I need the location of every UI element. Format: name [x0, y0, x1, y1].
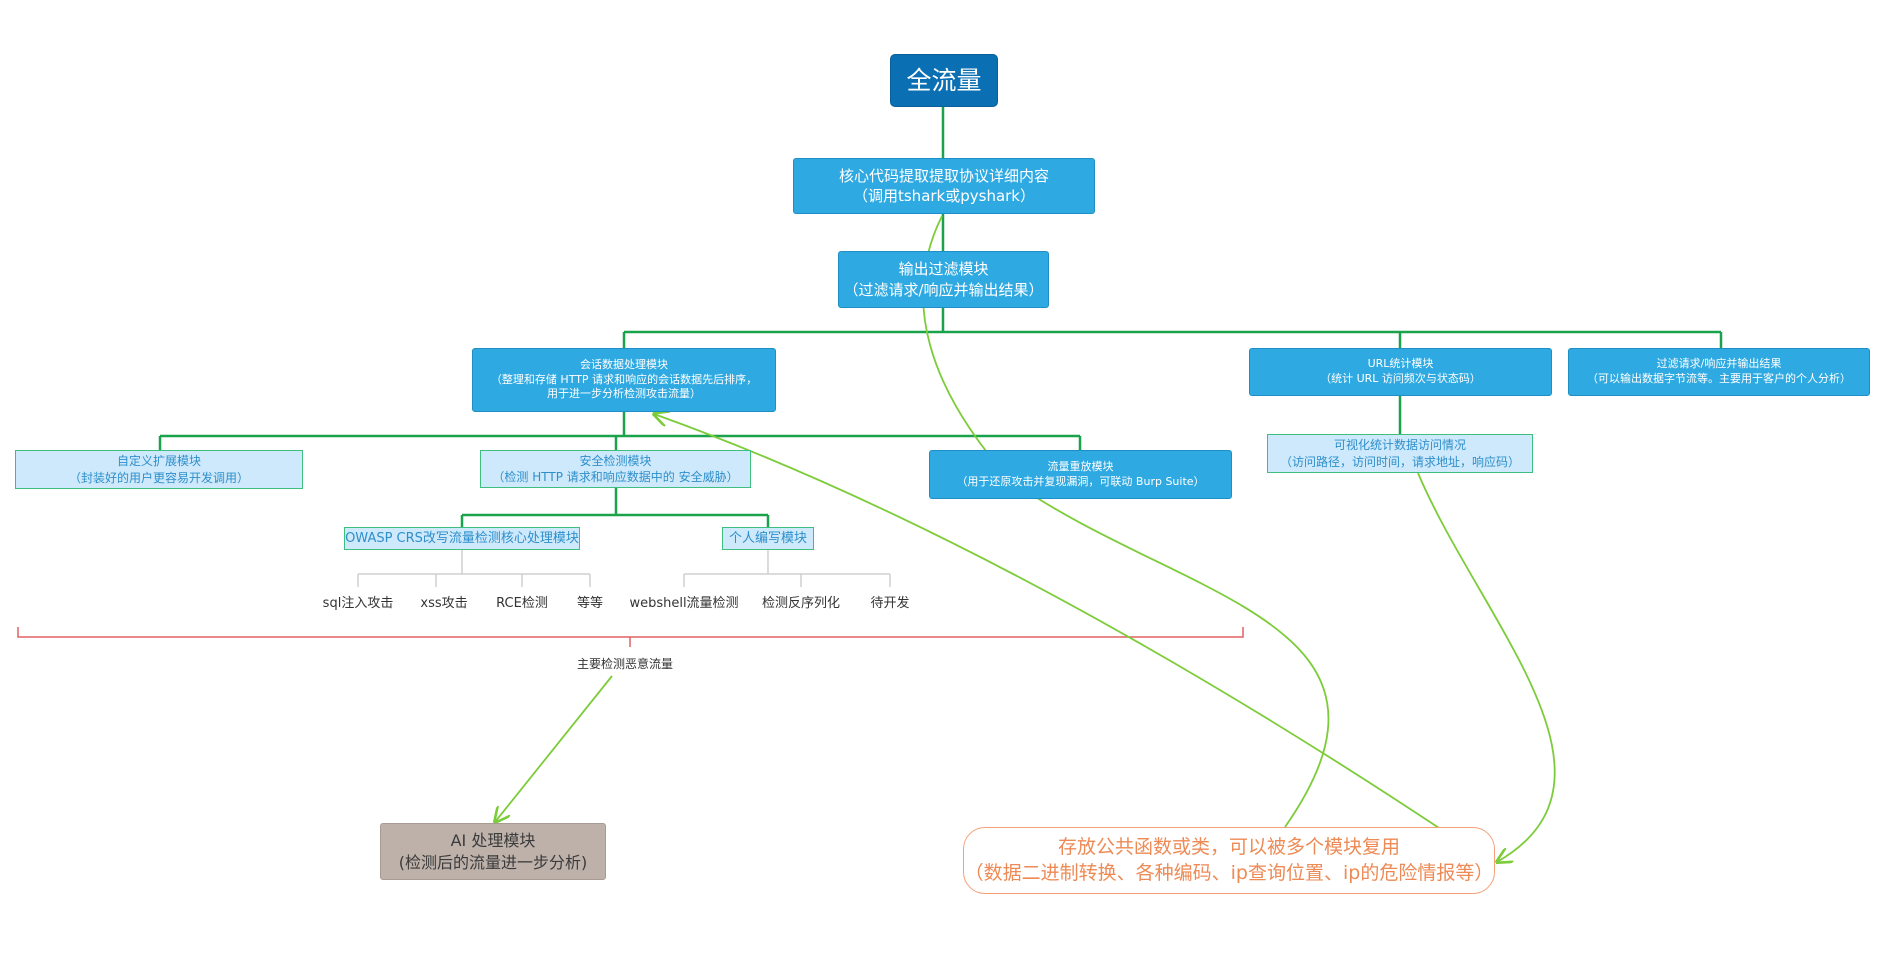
- arrow-common-to-session: [654, 414, 1491, 863]
- core-extract-node: 核心代码提取提取协议详细内容 （调用tshark或pyshark）: [793, 158, 1095, 214]
- filter-output-desc: （可以输出数据字节流等。主要用于客户的个人分析）: [1587, 372, 1851, 385]
- replay-desc: （用于还原攻击并复现漏洞，可联动 Burp Suite）: [956, 474, 1205, 488]
- tree-connectors: [158, 107, 1723, 527]
- leaf-sql-injection: sql注入攻击: [322, 596, 394, 611]
- leaf-deserialization: 检测反序列化: [761, 596, 841, 611]
- core-subtitle: （调用tshark或pyshark）: [852, 187, 1035, 205]
- arrow-layer: [495, 215, 1556, 863]
- ai-title: AI 处理模块: [450, 830, 536, 850]
- url-stats-desc: （统计 URL 访问频次与状态码）: [1320, 372, 1481, 385]
- personal-label: 个人编写模块: [728, 530, 807, 546]
- session-node: 会话数据处理模块 （整理和存储 HTTP 请求和响应的会话数据先后排序， 用于进…: [472, 348, 776, 412]
- personal-module-node: 个人编写模块: [722, 527, 814, 550]
- owasp-crs-node: OWASP CRS改写流量检测核心处理模块: [344, 527, 580, 550]
- leaf-todo: 待开发: [870, 596, 910, 611]
- url-stats-node: URL统计模块 （统计 URL 访问频次与状态码）: [1249, 348, 1552, 396]
- leaf-bus-personal: [683, 550, 891, 587]
- arrow-common-to-core: [922, 215, 1330, 828]
- custom-extension-node: 自定义扩展模块 （封装好的用户更容易开发调用）: [15, 450, 303, 489]
- filter-subtitle: （过滤请求/响应并输出结果）: [843, 280, 1044, 299]
- arrow-url-to-common: [1417, 472, 1556, 862]
- bus-level3: [158, 412, 1082, 450]
- ai-desc: (检测后的流量进一步分析): [398, 852, 588, 872]
- common-functions-node: 存放公共函数或类，可以被多个模块复用 （数据二进制转换、各种编码、ip查询位置、…: [963, 827, 1495, 894]
- core-title: 核心代码提取提取协议详细内容: [838, 166, 1049, 185]
- root-label: 全流量: [906, 65, 982, 95]
- detection-bracket: [17, 627, 1244, 647]
- bracket-label: 主要检测恶意流量: [576, 657, 674, 671]
- visual-title: 可视化统计数据访问情况: [1333, 438, 1466, 453]
- replay-title: 流量重放模块: [1047, 459, 1114, 473]
- root-node: 全流量: [890, 54, 998, 107]
- bus-level2: [622, 308, 1723, 348]
- common-title: 存放公共函数或类，可以被多个模块复用: [1057, 835, 1400, 858]
- output-filter-node: 输出过滤模块 （过滤请求/响应并输出结果）: [838, 251, 1049, 308]
- leaf-etc: 等等: [576, 596, 604, 611]
- visualization-node: 可视化统计数据访问情况 （访问路径，访问时间，请求地址，响应码）: [1267, 434, 1533, 473]
- bus-level4: [460, 488, 770, 527]
- owasp-label: OWASP CRS改写流量检测核心处理模块: [345, 530, 579, 546]
- url-stats-title: URL统计模块: [1367, 357, 1434, 371]
- security-detection-node: 安全检测模块 （检测 HTTP 请求和响应数据中的 安全威胁）: [480, 450, 751, 488]
- leaf-rce: RCE检测: [496, 596, 548, 611]
- common-desc: （数据二进制转换、各种编码、ip查询位置、ip的危险情报等）: [964, 861, 1494, 884]
- visual-desc: （访问路径，访问时间，请求地址，响应码）: [1279, 454, 1520, 469]
- session-title: 会话数据处理模块: [580, 357, 668, 371]
- custom-ext-title: 自定义扩展模块: [116, 454, 201, 469]
- leaf-xss: xss攻击: [420, 596, 468, 611]
- filter-title: 输出过滤模块: [898, 260, 989, 279]
- leaf-webshell: webshell流量检测: [629, 596, 739, 611]
- ai-processing-node: AI 处理模块 (检测后的流量进一步分析): [380, 823, 606, 880]
- leaf-bus-owasp: [357, 550, 591, 587]
- custom-ext-desc: （封装好的用户更容易开发调用）: [68, 470, 249, 485]
- leaf-connectors: [357, 550, 891, 587]
- traffic-replay-node: 流量重放模块 （用于还原攻击并复现漏洞，可联动 Burp Suite）: [929, 450, 1232, 499]
- session-desc: （整理和存储 HTTP 请求和响应的会话数据先后排序，: [490, 372, 758, 386]
- security-title: 安全检测模块: [579, 453, 652, 468]
- security-desc: （检测 HTTP 请求和响应数据中的 安全威胁）: [492, 470, 739, 484]
- arrow-to-ai: [495, 675, 613, 822]
- filter-output-title: 过滤请求/响应并输出结果: [1656, 357, 1782, 371]
- filter-output-node: 过滤请求/响应并输出结果 （可以输出数据字节流等。主要用于客户的个人分析）: [1568, 348, 1870, 396]
- session-desc-2: 用于进一步分析检测攻击流量）: [547, 387, 701, 401]
